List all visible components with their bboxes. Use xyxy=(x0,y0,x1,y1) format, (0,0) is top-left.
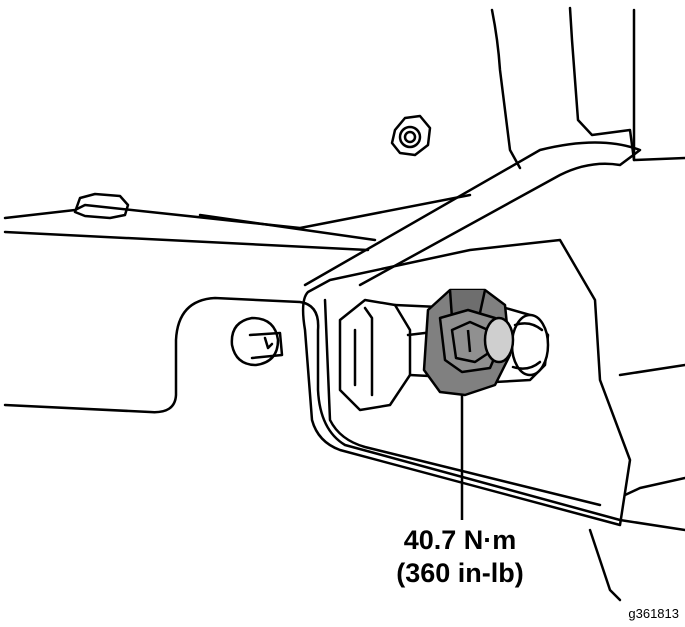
torque-value-metric: 40.7 N·m xyxy=(403,525,517,555)
jam-nut-highlight xyxy=(422,288,515,397)
mount-plate xyxy=(301,238,632,527)
upright-panel xyxy=(490,8,522,170)
deck-plate-top xyxy=(3,193,472,230)
lower-bracket xyxy=(3,296,685,532)
deck-plate-mid xyxy=(3,230,370,252)
figure-id-label: g361813 xyxy=(628,606,679,621)
carriage-bolt-shaft xyxy=(248,331,284,360)
flange-top xyxy=(303,141,642,287)
carriage-bolt xyxy=(230,316,280,367)
frame-slot-right xyxy=(623,476,685,497)
torque-value-imperial: (360 in-lb) xyxy=(396,558,524,588)
frame-bottom-right xyxy=(588,528,622,602)
frame-lower-right xyxy=(618,363,685,377)
bolt-end xyxy=(493,303,550,384)
upright-panel-edge xyxy=(568,6,685,162)
deck-bolt xyxy=(73,192,130,220)
bracket-inner-edge xyxy=(323,298,602,507)
carriage-bolt-detail xyxy=(263,336,274,350)
upper-flange-nut xyxy=(390,114,432,157)
hex-bolt xyxy=(338,298,507,412)
deck-plate-lower xyxy=(198,213,377,242)
